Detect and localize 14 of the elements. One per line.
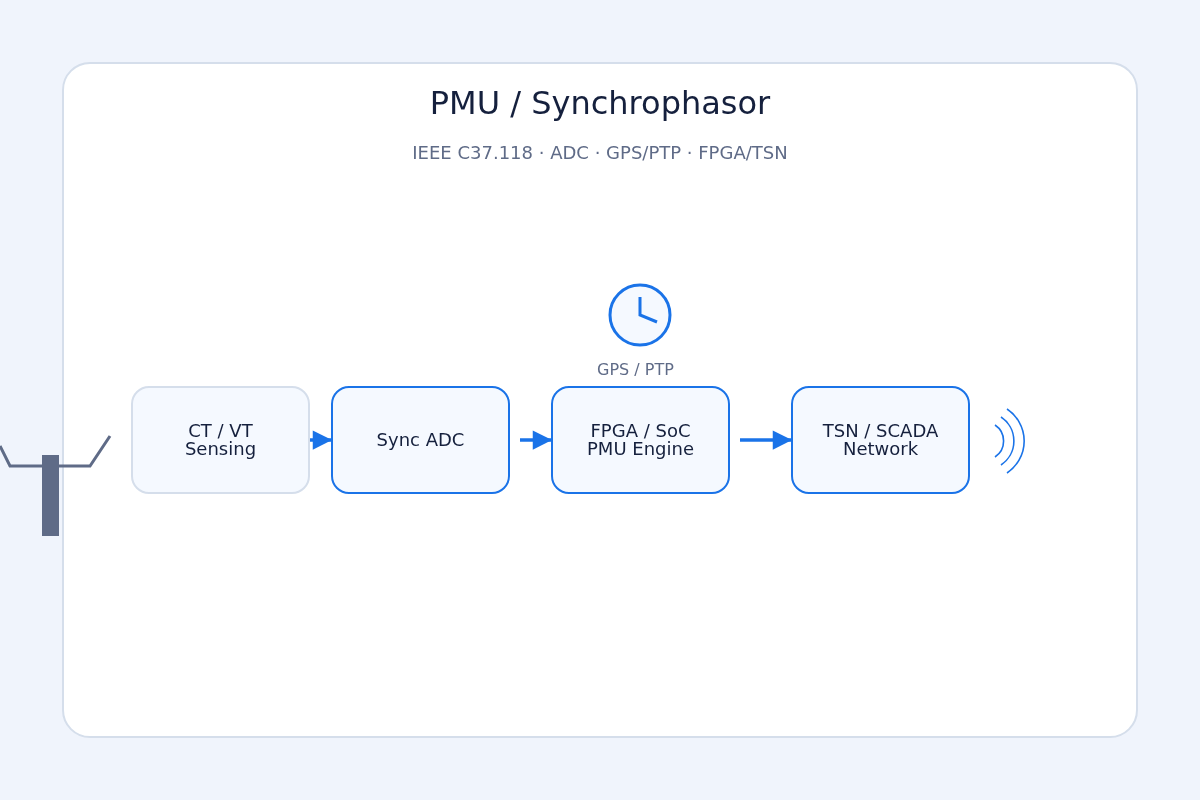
subtitle: IEEE C37.118 · ADC · GPS/PTP · FPGA/TSN <box>411 142 789 163</box>
node-label: Sync ADC <box>376 431 465 449</box>
arrow <box>740 430 792 450</box>
node-label: CT / VT Sensing <box>183 422 258 458</box>
process-box <box>551 386 730 494</box>
arrow <box>310 430 332 450</box>
title: PMU / Synchrophasor <box>428 84 772 122</box>
clock-label: GPS / PTP <box>597 360 674 379</box>
process-box <box>331 386 510 494</box>
process-box <box>131 386 310 494</box>
arrow <box>520 430 552 450</box>
node-label: TSN / SCADA Network <box>821 422 940 458</box>
process-box <box>791 386 970 494</box>
node-label: FPGA / SoC PMU Engine <box>586 422 695 458</box>
